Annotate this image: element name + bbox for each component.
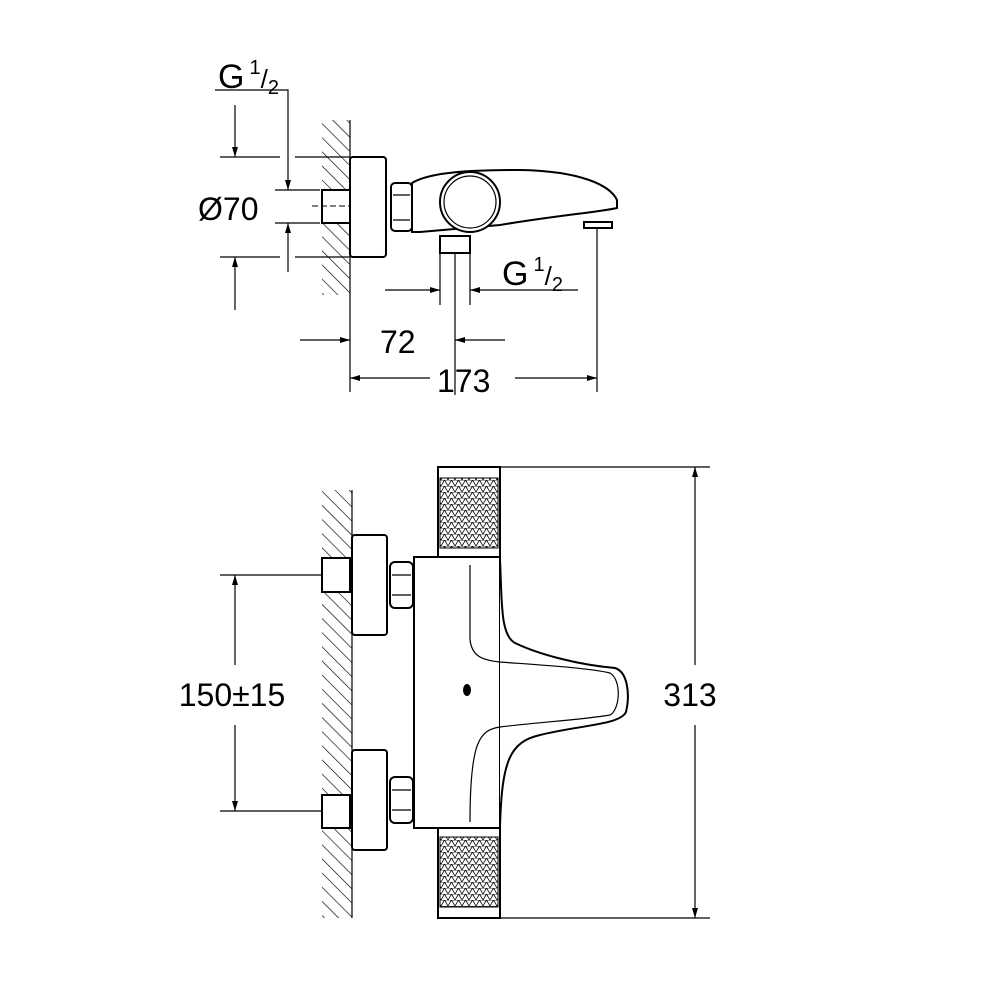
indicator-dot <box>463 684 471 696</box>
shower-outlet-connector <box>439 235 471 254</box>
front-view: 150±15 313 <box>179 466 717 930</box>
flange-upper <box>351 534 388 636</box>
dim-outlet-offset: 72 <box>380 324 416 360</box>
inlet-pipe-upper <box>321 557 351 593</box>
dim-inlet-spacing: 150±15 <box>179 677 286 713</box>
dimension-lines-top <box>215 89 598 395</box>
dimension-lines-front <box>220 466 710 919</box>
diameter-label: Ø70 <box>198 191 258 227</box>
spout-outlet <box>583 221 613 229</box>
wall-section-top <box>300 110 351 392</box>
control-knob-side <box>439 171 501 233</box>
flange-lower <box>351 749 388 851</box>
nut-lower <box>389 776 414 824</box>
wall-section-front <box>300 480 353 930</box>
spout-front <box>499 559 629 827</box>
union-nut <box>390 182 413 232</box>
nut-upper <box>389 561 414 609</box>
inlet-pipe-lower <box>321 794 351 829</box>
dim-height: 313 <box>663 677 716 713</box>
wall-flange <box>349 156 387 258</box>
thermostat-body <box>413 556 501 829</box>
dim-projection: 173 <box>437 363 490 399</box>
